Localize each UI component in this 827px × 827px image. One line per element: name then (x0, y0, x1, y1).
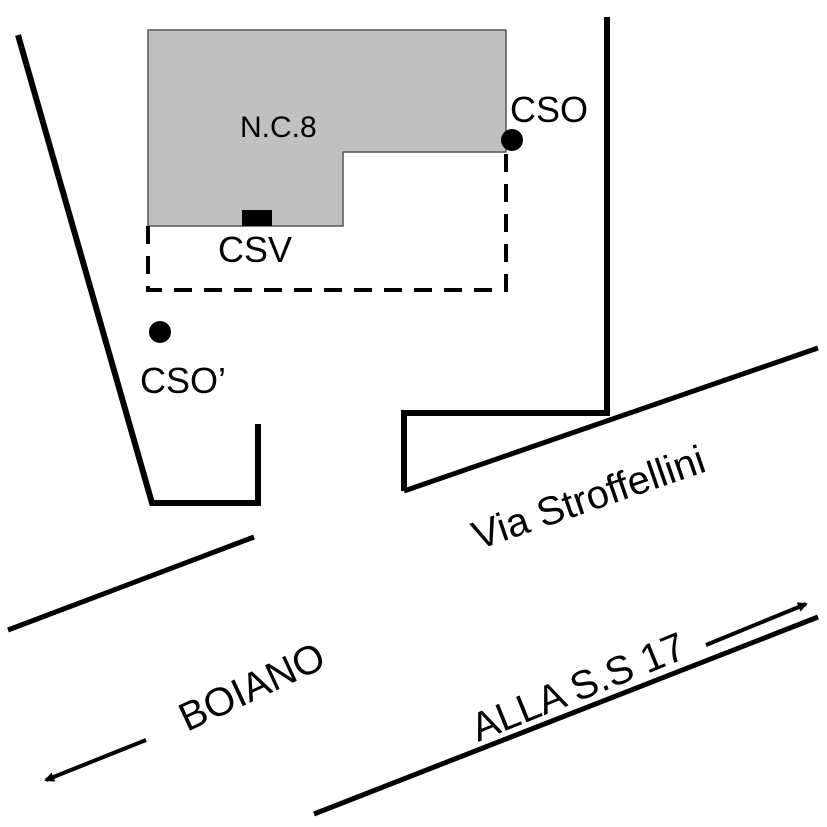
arrow-right-icon (705, 602, 808, 647)
right-wall (401, 17, 610, 491)
left-wall (15, 34, 261, 506)
main-road-lower-edge (313, 614, 819, 817)
building-nc8 (147, 29, 507, 227)
direction-label-boiano: BOIANO (172, 635, 332, 741)
cso-label: CSO (510, 89, 588, 130)
main-road-upper-edge (7, 534, 255, 633)
csv-label: CSV (218, 229, 292, 270)
direction-label-ss17: ALLA S.S 17 (465, 625, 692, 751)
lot-boundary-dashed (146, 152, 508, 292)
cso-prime-label: CSO’ (140, 360, 226, 401)
cso-point-icon (501, 129, 523, 151)
csv-marker-icon (242, 210, 272, 226)
cso-prime-point-icon (149, 321, 171, 343)
building-label: N.C.8 (240, 111, 317, 144)
via-stroffellini-edge (403, 345, 819, 494)
arrow-left-icon (44, 738, 147, 782)
